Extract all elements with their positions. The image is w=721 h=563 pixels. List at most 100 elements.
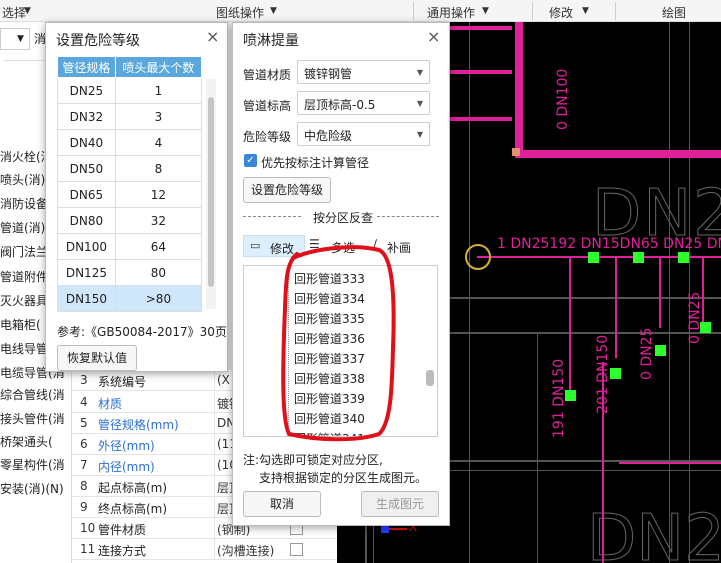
pipe-node[interactable]	[655, 345, 666, 356]
max-sprinkler-cell[interactable]: 80	[114, 259, 203, 286]
pipe-size-cell: DN40	[57, 129, 116, 156]
tree-item[interactable]: 综合管线(消	[0, 388, 65, 402]
property-value[interactable]: (钢制)	[214, 518, 286, 538]
property-value[interactable]: (11	[214, 434, 286, 454]
pipe-vertical[interactable]	[515, 22, 523, 150]
pipe-elevation-select[interactable]: 层顶标高-0.5▼	[297, 91, 430, 115]
risk-level-select[interactable]: 中危险级▼	[297, 122, 430, 146]
list-item[interactable]: 回形管道336	[294, 332, 365, 346]
sprinkler-marker[interactable]	[465, 244, 491, 270]
chevron-down-icon[interactable]: ▼	[270, 6, 277, 16]
list-item[interactable]: 回形管道339	[294, 392, 365, 406]
pipe-riser[interactable]	[702, 258, 704, 328]
zone-tree-list[interactable]: 回形管道333 回形管道334 回形管道335 回形管道336 回形管道337 回形管道3…	[243, 265, 438, 437]
property-value[interactable]: (沟槽连接)	[214, 539, 286, 559]
list-item[interactable]: 回形管道334	[294, 292, 365, 306]
list-item[interactable]: 回形管道333	[294, 272, 365, 286]
left-input[interactable]: 消	[34, 32, 47, 46]
pipe-node[interactable]	[678, 252, 689, 263]
pipe-node[interactable]	[633, 252, 644, 263]
scrollbar[interactable]	[206, 79, 216, 309]
max-sprinkler-cell[interactable]: >80	[114, 285, 203, 312]
priority-checkbox[interactable]: ✓	[244, 154, 257, 167]
ribbon-general-ops[interactable]: 通用操作	[427, 6, 476, 20]
tree-item[interactable]: 零星构件(消	[0, 458, 65, 472]
property-name: 系统编号	[98, 375, 147, 389]
chevron-down-icon[interactable]: ▼	[24, 6, 31, 16]
chevron-down-icon[interactable]: ▼	[582, 6, 589, 16]
ribbon-modify[interactable]: 修改	[549, 6, 574, 20]
pipe-riser[interactable]	[615, 258, 617, 358]
ribbon-select-label[interactable]: 选择	[2, 6, 27, 20]
max-sprinkler-cell[interactable]: 4	[114, 129, 203, 156]
scrollbar-thumb[interactable]	[426, 370, 434, 386]
generate-elements-button[interactable]: 生成图元	[361, 491, 439, 517]
table-row[interactable]: DN150>80	[57, 285, 203, 312]
tree-item[interactable]: 桥架通头(	[0, 435, 53, 449]
tree-item[interactable]: 阀门法兰	[0, 245, 49, 259]
pipe-branch[interactable]	[619, 462, 721, 464]
tree-item[interactable]: 管道附件	[0, 270, 49, 284]
tree-item[interactable]: 电线导管(	[0, 342, 53, 356]
close-icon[interactable]: ×	[427, 27, 441, 46]
max-sprinkler-cell[interactable]: 12	[114, 181, 203, 208]
ribbon-drawing-ops[interactable]: 图纸操作	[216, 6, 265, 20]
close-icon[interactable]: ×	[206, 27, 220, 46]
max-sprinkler-cell[interactable]: 64	[114, 233, 203, 260]
list-item[interactable]: 回形管道338	[294, 372, 365, 386]
max-sprinkler-cell[interactable]: 8	[114, 155, 203, 182]
pipe-node[interactable]	[610, 368, 621, 379]
cad-dn-label: 1 DN25192 DN15DN65 DN25 DN2	[497, 236, 721, 252]
chevron-down-icon[interactable]: ▼	[0, 28, 30, 50]
tree-item[interactable]: 电箱柜(	[0, 318, 41, 332]
divider	[243, 216, 301, 217]
pipe-riser[interactable]	[569, 258, 571, 398]
pipe-horizontal[interactable]	[515, 150, 721, 158]
pipe-node[interactable]	[565, 390, 576, 401]
tree-item[interactable]: 灭火器具(	[0, 294, 53, 308]
pipe-node[interactable]	[700, 322, 711, 333]
tab-supplement[interactable]: ∕ 补画	[373, 235, 435, 257]
pipe-elbow[interactable]	[512, 148, 520, 156]
chevron-down-icon[interactable]: ▼	[482, 6, 489, 16]
max-sprinkler-cell[interactable]: 1	[114, 77, 203, 104]
pipe-material-select[interactable]: 镀锌钢管▼	[297, 60, 430, 84]
list-item[interactable]: 回形管道340	[294, 412, 365, 426]
row-checkbox[interactable]	[290, 543, 303, 556]
property-value[interactable]: DN	[214, 413, 286, 433]
pipe-node[interactable]	[588, 252, 599, 263]
pipe-riser[interactable]	[659, 258, 661, 328]
tree-item[interactable]: 消防设备(	[0, 197, 53, 211]
list-item[interactable]: 回形管道335	[294, 312, 365, 326]
pipe-branch[interactable]	[477, 256, 721, 258]
max-sprinkler-cell[interactable]: 3	[114, 103, 203, 130]
scrollbar-thumb[interactable]	[208, 97, 214, 287]
cancel-button[interactable]: 取消	[243, 491, 321, 517]
tab-modify[interactable]: ▭ 修改	[243, 235, 305, 257]
ribbon-draw[interactable]: 绘图	[662, 6, 687, 20]
restore-default-button[interactable]: 恢复默认值	[57, 345, 137, 371]
tree-item[interactable]: 安装(消)(N)	[0, 482, 64, 496]
list-item[interactable]: 回形管道337	[294, 352, 365, 366]
property-value[interactable]: (10	[214, 455, 286, 475]
set-risk-level-button[interactable]: 设置危险等级	[243, 177, 331, 203]
tree-item[interactable]: 喷头(消)(	[0, 173, 51, 187]
list-item[interactable]: 回形管道341	[294, 430, 365, 436]
pipe-riser[interactable]	[602, 362, 604, 563]
tree-item[interactable]: 消火栓(消	[0, 150, 53, 164]
max-sprinkler-cell[interactable]: 32	[114, 207, 203, 234]
tree-item[interactable]: 接头管件(消	[0, 412, 65, 426]
tree-item[interactable]: 管道(消)(G	[0, 221, 60, 235]
